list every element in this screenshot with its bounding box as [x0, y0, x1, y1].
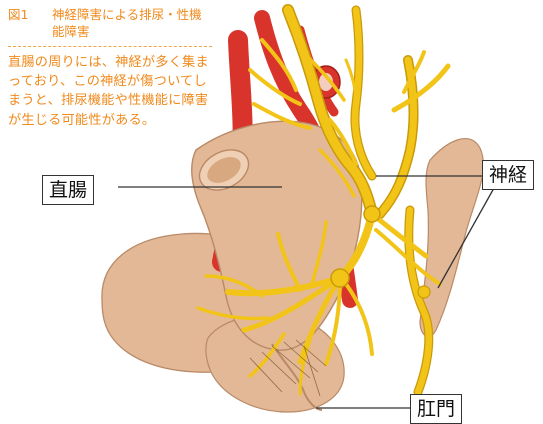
caption-divider	[8, 46, 212, 47]
label-anus: 肛門	[410, 394, 462, 424]
nerve-trunk-center	[355, 10, 372, 176]
figure-description: 直腸の周りには、神経が多く集まっており、この神経が傷ついてしまうと、排尿機能や性…	[8, 53, 212, 130]
figure-title: 神経障害による排尿・性機能障害	[52, 6, 202, 40]
figure-title-row: 図1 神経障害による排尿・性機能障害	[8, 6, 212, 40]
figure-number: 図1	[8, 6, 52, 40]
label-nerve: 神経	[482, 160, 534, 190]
figure-caption: 図1 神経障害による排尿・性機能障害 直腸の周りには、神経が多く集まっており、こ…	[8, 6, 212, 130]
pelvic-bone	[420, 139, 483, 337]
label-rectum: 直腸	[42, 175, 94, 205]
